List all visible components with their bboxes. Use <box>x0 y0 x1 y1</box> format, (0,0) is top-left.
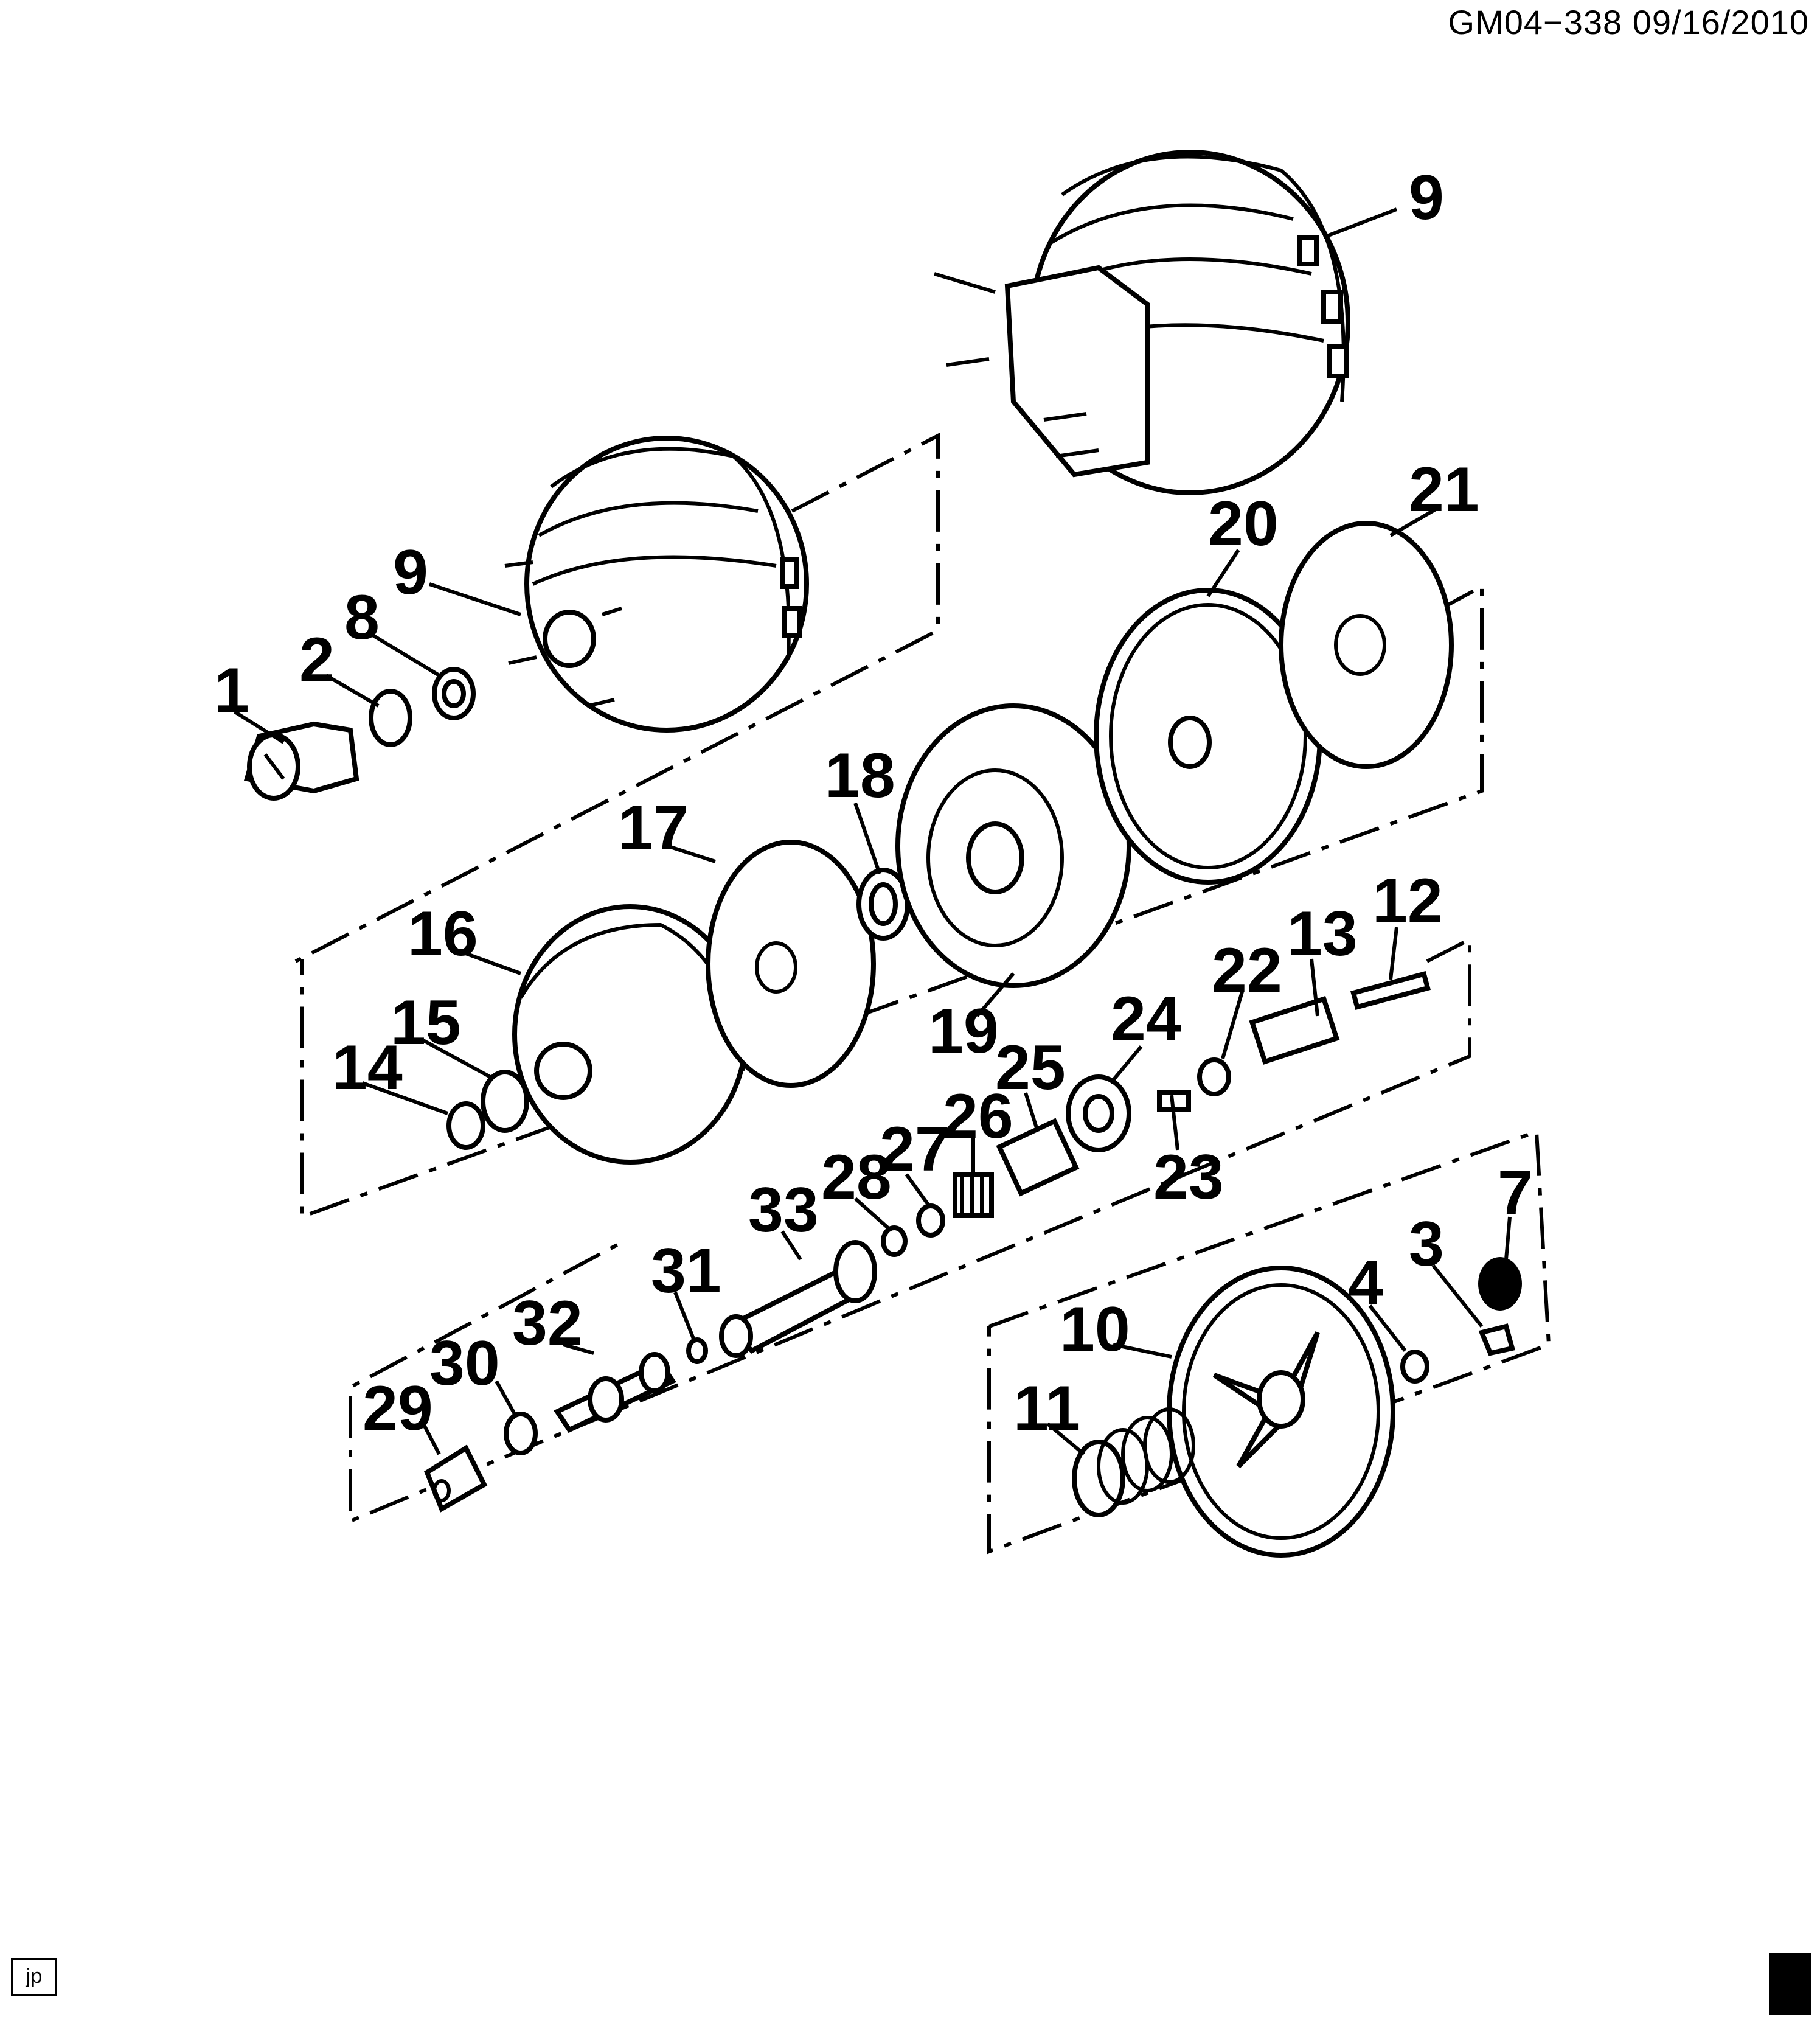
callout-2: 2 <box>299 625 335 695</box>
assembly-outline-upper <box>294 433 940 963</box>
callout-11: 11 <box>1013 1373 1080 1444</box>
callout-27: 27 <box>880 1114 950 1185</box>
callout-16: 16 <box>408 899 478 969</box>
part-24-retainer <box>1066 1074 1131 1152</box>
assembly-outline-lower <box>349 936 1471 1524</box>
callout-12: 12 <box>1372 866 1443 936</box>
part-22-cap <box>1197 1057 1231 1096</box>
callout-8: 8 <box>344 582 380 653</box>
header-code: GM04−338 09/16/2010 <box>1448 3 1809 41</box>
callout-15: 15 <box>391 987 461 1058</box>
part-21-plate <box>1279 521 1454 769</box>
part-11-spring <box>1072 1407 1195 1517</box>
callout-20: 20 <box>1208 489 1279 559</box>
part-30-ring <box>504 1412 538 1455</box>
part-18-seal <box>856 868 910 941</box>
callout-18: 18 <box>825 740 895 811</box>
callout-13: 13 <box>1287 899 1358 969</box>
part-26-spring <box>953 1172 994 1218</box>
callout-19: 19 <box>928 996 999 1067</box>
leader-lines <box>234 207 1512 1456</box>
gm-spo-seal-logo <box>1769 1953 1811 2015</box>
callout-28: 28 <box>821 1142 892 1213</box>
part-7-grommet <box>1478 1257 1522 1311</box>
callout-9-lower: 9 <box>393 537 428 608</box>
part-8-seal <box>432 667 476 720</box>
part-10-housing-cover <box>1167 1266 1395 1558</box>
callout-32: 32 <box>512 1288 583 1359</box>
part-9-booster-with-bracket <box>934 150 1350 495</box>
callout-4: 4 <box>1348 1248 1383 1318</box>
callout-9-upper: 9 <box>1409 162 1444 233</box>
part-13-bushing <box>1249 995 1340 1065</box>
part-20-diaphragm-ring <box>1094 588 1322 885</box>
callout-29: 29 <box>363 1373 433 1444</box>
part-2-disc <box>369 689 412 747</box>
part-29-bushing <box>424 1444 488 1513</box>
callout-10: 10 <box>1060 1294 1130 1365</box>
callout-3: 3 <box>1409 1209 1444 1280</box>
part-15-gasket <box>481 1070 529 1133</box>
part-33-push-rod <box>719 1240 877 1358</box>
part-14-ring <box>446 1101 485 1150</box>
callout-31: 31 <box>651 1236 721 1306</box>
callout-30: 30 <box>429 1328 500 1399</box>
assembly-outline-right <box>987 1129 1551 1555</box>
callout-24: 24 <box>1111 984 1181 1054</box>
part-25-key <box>996 1118 1080 1197</box>
author-stamp: jp <box>11 1958 57 1996</box>
part-19-diaphragm <box>895 703 1131 988</box>
callout-26: 26 <box>943 1081 1013 1152</box>
callout-1: 1 <box>214 655 249 726</box>
callout-23: 23 <box>1153 1142 1224 1213</box>
part-31-clip <box>686 1337 708 1364</box>
callout-33: 33 <box>748 1175 819 1245</box>
callout-22: 22 <box>1212 935 1282 1006</box>
part-1-valve-body <box>243 721 359 801</box>
part-3-fitting <box>1478 1323 1515 1356</box>
part-27-washer <box>916 1203 945 1238</box>
callout-14: 14 <box>332 1033 403 1103</box>
callout-21: 21 <box>1409 454 1479 525</box>
part-12-pin <box>1350 970 1431 1011</box>
callout-17: 17 <box>618 793 689 863</box>
callout-25: 25 <box>995 1033 1066 1103</box>
callout-7: 7 <box>1498 1158 1533 1228</box>
part-28-nut <box>881 1225 908 1257</box>
part-4-nut <box>1400 1350 1429 1384</box>
assembly-outline-middle <box>300 583 1484 1220</box>
part-17-diaphragm-plate <box>706 840 876 1088</box>
part-32-valve-stem <box>554 1352 676 1433</box>
part-9-booster <box>504 436 809 733</box>
